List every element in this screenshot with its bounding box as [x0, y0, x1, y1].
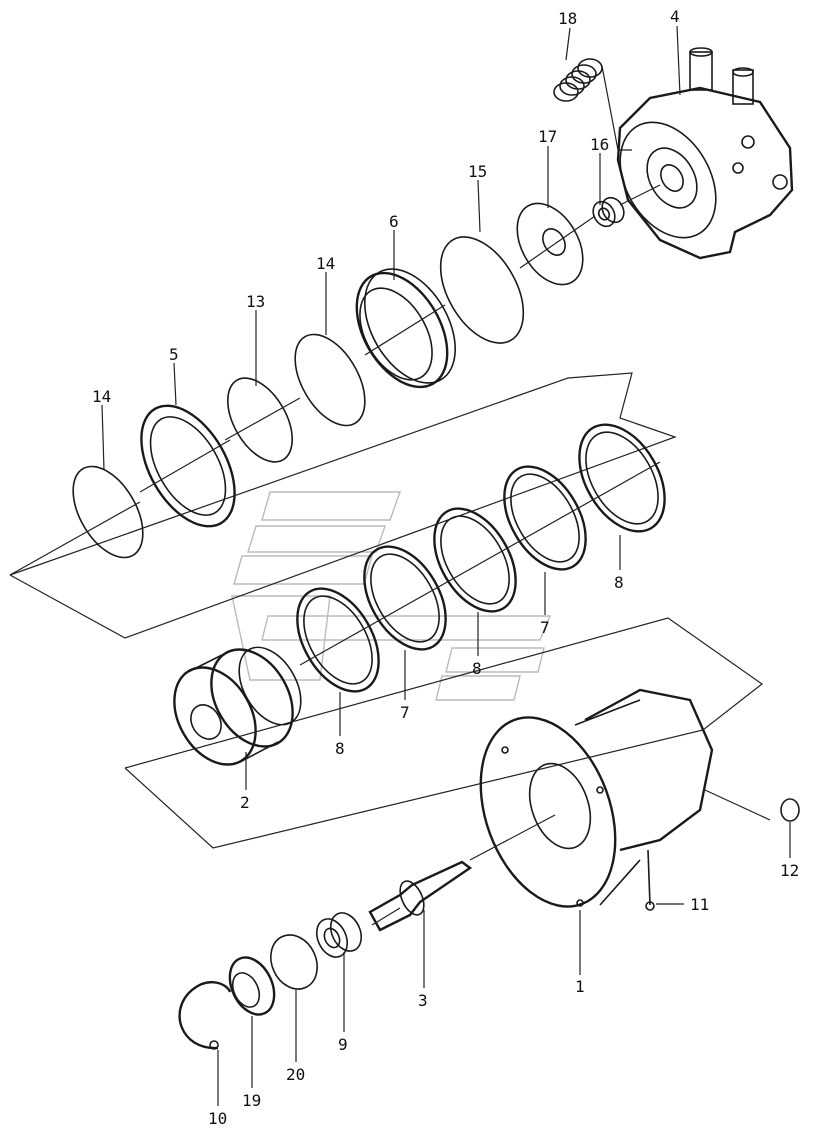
part-1-housing [469, 688, 771, 908]
label-2: 2 [240, 793, 250, 812]
part-14-oring-upper [294, 333, 366, 427]
part-3-shaft [368, 860, 473, 932]
part-12-snap-ring [780, 798, 800, 822]
label-8-middle: 8 [472, 659, 482, 678]
watermark-logo [231, 491, 552, 701]
label-9: 9 [338, 1035, 348, 1054]
part-8-plate-left [296, 461, 661, 693]
label-18: 18 [558, 9, 577, 28]
part-6-ring [355, 268, 457, 389]
part-5-ring [139, 404, 236, 528]
part-labels: 4 18 17 16 15 6 14 13 5 14 8 7 8 7 8 2 1… [92, 7, 799, 1128]
label-20: 20 [286, 1065, 305, 1084]
label-17: 17 [538, 127, 557, 146]
part-20-oring [270, 934, 318, 990]
part-17-plate [516, 202, 596, 286]
label-14-upper: 14 [316, 254, 335, 273]
part-14-oring-lower [9, 465, 144, 576]
part-18-spring [553, 58, 632, 151]
part-8-plate-middle [433, 507, 517, 613]
label-13: 13 [246, 292, 265, 311]
label-11: 11 [690, 895, 709, 914]
label-14-lower: 14 [92, 387, 111, 406]
part-11-bolt [645, 849, 684, 911]
label-7-right: 7 [540, 618, 550, 637]
label-15: 15 [468, 162, 487, 181]
part-7-disc-left [363, 545, 447, 651]
label-12: 12 [780, 861, 799, 880]
group-outline-housing [124, 617, 764, 849]
part-7-disc-right [503, 465, 587, 571]
label-3: 3 [418, 991, 428, 1010]
label-1: 1 [575, 977, 585, 996]
leader-lines [101, 25, 791, 1106]
part-16-bearing [592, 184, 661, 228]
label-8-right: 8 [614, 573, 624, 592]
label-10: 10 [208, 1109, 227, 1128]
part-8-plate-right [578, 423, 666, 533]
label-8-left: 8 [335, 739, 345, 758]
part-15-oring [439, 236, 525, 344]
part-4-valve-housing [616, 47, 794, 260]
part-19-seal [228, 956, 276, 1016]
part-2-hub [173, 646, 302, 766]
label-19: 19 [242, 1091, 261, 1110]
part-13-oring [224, 377, 301, 463]
label-7-left: 7 [400, 703, 410, 722]
label-5: 5 [169, 345, 179, 364]
label-4: 4 [670, 7, 680, 26]
group-outline-clutch [9, 372, 677, 639]
part-9-bearing [315, 912, 363, 958]
label-6: 6 [389, 212, 399, 231]
label-16: 16 [590, 135, 609, 154]
part-10-snap-ring [178, 981, 232, 1050]
